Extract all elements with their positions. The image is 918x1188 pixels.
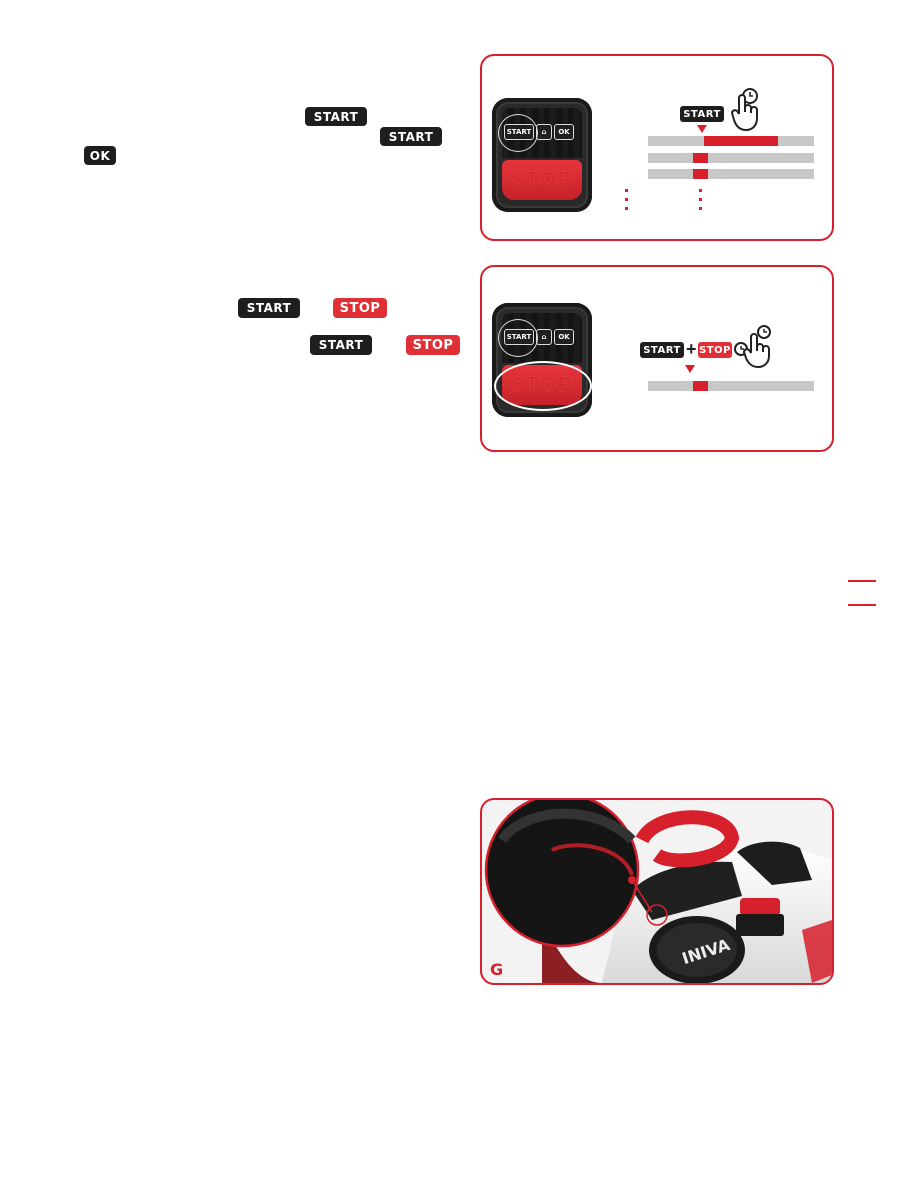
home-icon: ⌂ [536,124,552,140]
stop-highlight-ellipse [494,361,592,411]
device-stop-button: STOP [502,160,582,200]
figure-start-ok-panel: START ⌂ OK STOP START [480,54,834,241]
stop-key-badge-1: STOP [333,298,387,318]
progress-bar-2 [648,153,814,163]
figure-start-stop-panel: START ⌂ OK STOP START + STOP [480,265,834,452]
start-key-badge-3: START [238,298,300,318]
keypad-device: START ⌂ OK STOP [492,98,592,212]
dotted-marker-left [625,189,628,216]
device-ok-key-2: OK [554,329,574,345]
progress-bar-1 [648,136,814,146]
progress-bar-4 [648,381,814,391]
progress-fill-3 [693,169,708,179]
margin-tab-line-2 [848,604,876,606]
device-ok-key: OK [554,124,574,140]
pointer-triangle [697,125,707,133]
mower-photo-illustration: INIVA [484,800,832,983]
progress-bar-3 [648,169,814,179]
stop-key-badge-2: STOP [406,335,460,355]
start-highlight-ring [498,114,538,152]
press-hold-hand-icon [731,88,758,131]
figure-start-badge: START [680,106,724,122]
keypad-device-2: START ⌂ OK STOP [492,303,592,417]
progress-fill-4 [693,381,708,391]
start-key-badge-4: START [310,335,372,355]
start-key-badge-2: START [380,127,442,146]
press-hold-clock-hand-icon [734,325,771,368]
progress-fill-2 [693,153,708,163]
plus-sign: + [686,339,697,359]
figure-label-g: G [490,960,504,979]
figure-g-photo-panel: INIVA G [480,798,834,985]
figure2-start-badge: START [640,342,684,358]
start-key-badge-1: START [305,107,367,126]
figure2-stop-badge: STOP [698,342,732,358]
start-highlight-ring-2 [498,319,538,357]
ok-key-badge: OK [84,146,116,165]
progress-fill-1 [704,136,778,146]
home-icon-2: ⌂ [536,329,552,345]
dotted-marker-right [699,189,702,216]
margin-tab-line-1 [848,580,876,582]
pointer-triangle-2 [685,365,695,373]
